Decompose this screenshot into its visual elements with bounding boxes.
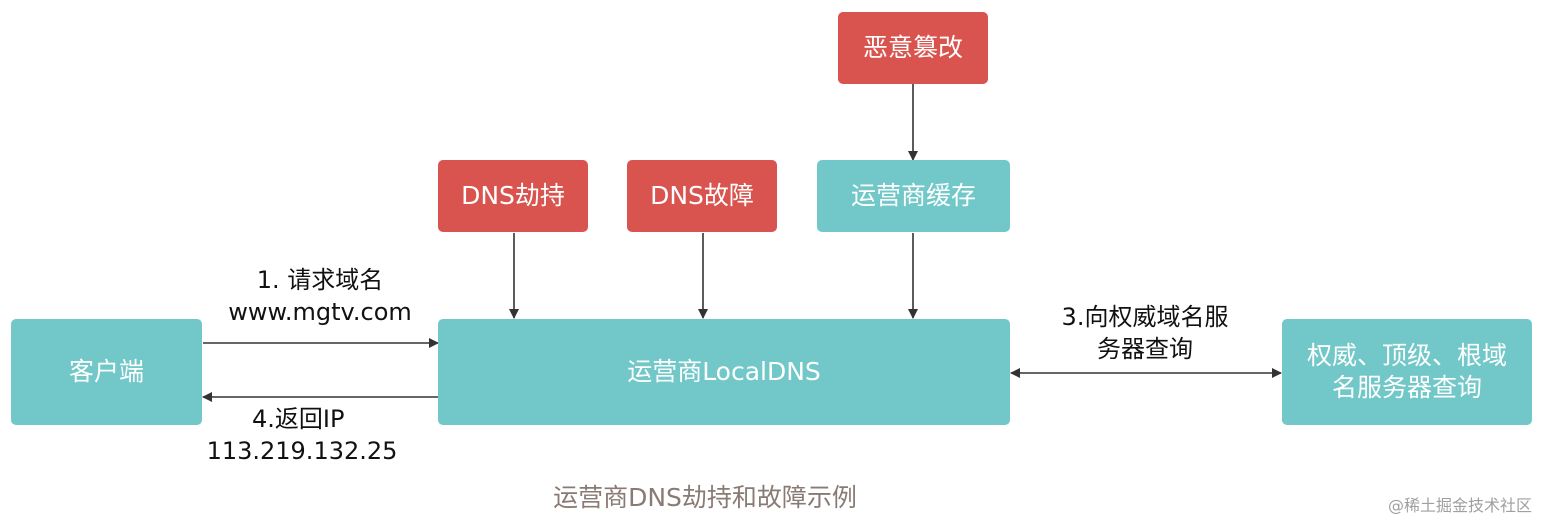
watermark: @稀土掘金技术社区: [1387, 496, 1532, 515]
edge-label-request-line-1: 1. 请求域名: [256, 266, 384, 294]
node-client: 客户端: [11, 319, 202, 425]
node-authoritative-line-1: 权威、顶级、根域: [1306, 341, 1507, 370]
node-dns-failure: DNS故障: [627, 160, 777, 232]
node-isp-cache: 运营商缓存: [817, 160, 1010, 232]
edge-label-return-ip: 4.返回IP 113.219.132.25: [182, 403, 422, 467]
edge-label-request-line-2: www.mgtv.com: [228, 298, 412, 326]
node-dns-hijack: DNS劫持: [438, 160, 588, 232]
node-dns-failure-label: DNS故障: [650, 181, 754, 210]
node-authoritative: 权威、顶级、根域 名服务器查询: [1282, 319, 1532, 425]
edge-label-query-authoritative-line-1: 3.向权威域名服: [1061, 303, 1229, 331]
edge-label-return-ip-line-2: 113.219.132.25: [206, 437, 398, 465]
edge-label-query-authoritative-line-2: 务器查询: [1097, 335, 1193, 363]
edge-label-return-ip-line-1: 4.返回IP: [252, 405, 345, 433]
node-isp-cache-label: 运营商缓存: [850, 181, 976, 210]
node-malicious-tamper-label: 恶意篡改: [862, 33, 963, 62]
edge-label-request: 1. 请求域名 www.mgtv.com: [200, 264, 440, 328]
diagram-caption: 运营商DNS劫持和故障示例: [553, 483, 857, 512]
node-dns-hijack-label: DNS劫持: [461, 181, 565, 210]
node-local-dns: 运营商LocalDNS: [438, 319, 1010, 425]
edge-label-query-authoritative: 3.向权威域名服 务器查询: [1030, 301, 1260, 365]
node-malicious-tamper: 恶意篡改: [838, 12, 988, 84]
node-client-label: 客户端: [68, 357, 144, 386]
node-authoritative-line-2: 名服务器查询: [1331, 373, 1482, 402]
node-local-dns-label: 运营商LocalDNS: [627, 357, 821, 386]
